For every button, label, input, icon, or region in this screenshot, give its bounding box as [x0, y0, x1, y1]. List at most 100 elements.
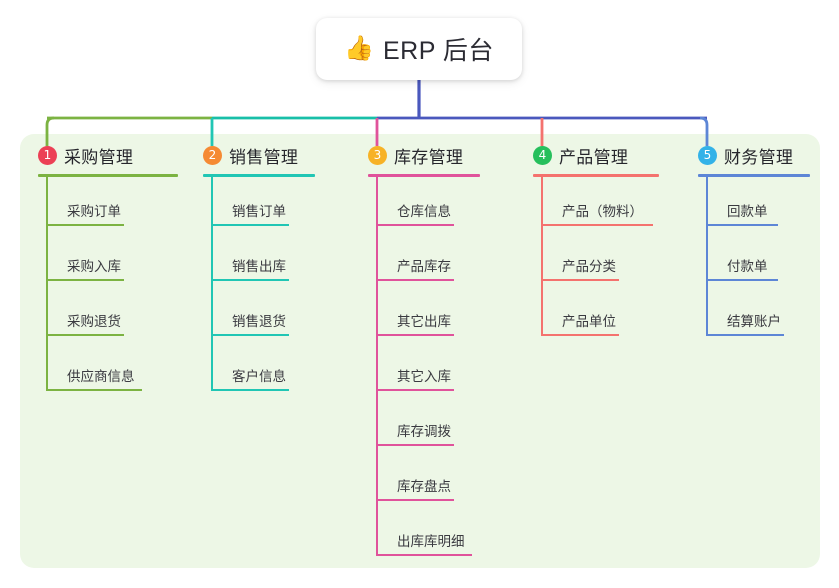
- branch-title: 采购管理: [64, 147, 134, 167]
- leaf-item-rule: [541, 334, 619, 336]
- leaf-item-label: 库存调拨: [397, 424, 451, 439]
- root-title: ERP 后台: [382, 37, 494, 65]
- leaf-item-rule: [46, 389, 142, 391]
- leaf-item-label: 其它入库: [397, 369, 451, 384]
- leaf-item-label: 仓库信息: [397, 204, 451, 219]
- branch-header-rule: [203, 174, 315, 177]
- diagram-panel: [20, 134, 820, 568]
- branch-header-col3[interactable]: 3 库存管理: [368, 143, 480, 167]
- leaf-item-label: 付款单: [727, 259, 768, 274]
- branch-title: 产品管理: [559, 147, 629, 167]
- leaf-item[interactable]: 仓库信息: [368, 177, 480, 232]
- leaf-item-rule: [376, 554, 472, 556]
- branch-title: 库存管理: [394, 147, 464, 167]
- leaf-item-rule: [541, 224, 653, 226]
- leaf-item[interactable]: 客户信息: [203, 342, 315, 397]
- branch-number-badge: 3: [368, 145, 387, 165]
- branch-header-col4[interactable]: 4 产品管理: [533, 143, 659, 167]
- leaf-item-label: 销售订单: [232, 204, 286, 219]
- root-node[interactable]: 👍 ERP 后台: [316, 18, 522, 80]
- leaf-item-label: 销售退货: [232, 314, 286, 329]
- leaf-item[interactable]: 结算账户: [698, 287, 810, 342]
- leaf-item-label: 出库库明细: [397, 534, 465, 549]
- leaf-item-label: 客户信息: [232, 369, 286, 384]
- leaf-item[interactable]: 采购入库: [38, 232, 178, 287]
- branch-title: 销售管理: [229, 147, 299, 167]
- leaf-item-rule: [46, 224, 124, 226]
- leaf-item[interactable]: 产品（物料）: [533, 177, 659, 232]
- branch-number-badge: 4: [533, 145, 552, 165]
- leaf-item[interactable]: 其它出库: [368, 287, 480, 342]
- leaf-item[interactable]: 采购订单: [38, 177, 178, 232]
- branch-column-col3: 3 库存管理仓库信息产品库存其它出库其它入库库存调拨库存盘点出库库明细: [368, 143, 480, 562]
- leaf-item-label: 产品单位: [562, 314, 616, 329]
- branch-item-list: 销售订单销售出库销售退货客户信息: [203, 177, 315, 397]
- branch-trunk-line: [46, 177, 48, 391]
- leaf-item-label: 供应商信息: [67, 369, 135, 384]
- leaf-item[interactable]: 产品库存: [368, 232, 480, 287]
- branch-title: 财务管理: [724, 147, 794, 167]
- leaf-item[interactable]: 采购退货: [38, 287, 178, 342]
- leaf-item-rule: [706, 224, 778, 226]
- leaf-item-label: 采购订单: [67, 204, 121, 219]
- leaf-item-rule: [706, 334, 784, 336]
- branch-number-badge: 5: [698, 145, 717, 165]
- leaf-item-rule: [46, 334, 124, 336]
- branch-header-col1[interactable]: 1 采购管理: [38, 143, 178, 167]
- branch-number-badge: 1: [38, 145, 57, 165]
- leaf-item-label: 产品库存: [397, 259, 451, 274]
- branch-header-col5[interactable]: 5 财务管理: [698, 143, 810, 167]
- branch-trunk-line: [211, 177, 213, 391]
- leaf-item-label: 其它出库: [397, 314, 451, 329]
- leaf-item-rule: [376, 389, 454, 391]
- leaf-item[interactable]: 库存盘点: [368, 452, 480, 507]
- leaf-item-rule: [211, 389, 289, 391]
- branch-trunk-line: [706, 177, 708, 336]
- branch-column-col5: 5 财务管理回款单付款单结算账户: [698, 143, 810, 342]
- leaf-item-rule: [376, 334, 454, 336]
- branch-column-col1: 1 采购管理采购订单采购入库采购退货供应商信息: [38, 143, 178, 397]
- leaf-item[interactable]: 销售订单: [203, 177, 315, 232]
- leaf-item-label: 回款单: [727, 204, 768, 219]
- leaf-item[interactable]: 回款单: [698, 177, 810, 232]
- leaf-item[interactable]: 产品分类: [533, 232, 659, 287]
- branch-header-col2[interactable]: 2 销售管理: [203, 143, 315, 167]
- leaf-item[interactable]: 产品单位: [533, 287, 659, 342]
- branch-column-col2: 2 销售管理销售订单销售出库销售退货客户信息: [203, 143, 315, 397]
- leaf-item-label: 结算账户: [727, 314, 781, 329]
- branch-item-list: 仓库信息产品库存其它出库其它入库库存调拨库存盘点出库库明细: [368, 177, 480, 562]
- leaf-item-rule: [376, 444, 454, 446]
- leaf-item-rule: [376, 224, 454, 226]
- leaf-item-label: 销售出库: [232, 259, 286, 274]
- leaf-item-rule: [46, 279, 124, 281]
- branch-trunk-line: [541, 177, 543, 336]
- branch-item-list: 采购订单采购入库采购退货供应商信息: [38, 177, 178, 397]
- branch-item-list: 产品（物料） 产品分类产品单位: [533, 177, 659, 342]
- branch-header-rule: [38, 174, 178, 177]
- leaf-item-rule: [706, 279, 778, 281]
- leaf-item[interactable]: 出库库明细: [368, 507, 480, 562]
- branch-header-rule: [698, 174, 810, 177]
- leaf-item[interactable]: 付款单: [698, 232, 810, 287]
- branch-trunk-line: [376, 177, 378, 556]
- leaf-item-rule: [211, 279, 289, 281]
- leaf-item-label: 产品（物料）: [562, 204, 643, 219]
- thumbs-up-icon: 👍: [344, 35, 374, 62]
- branch-header-rule: [368, 174, 480, 177]
- leaf-item-label: 库存盘点: [397, 479, 451, 494]
- leaf-item-label: 采购入库: [67, 259, 121, 274]
- leaf-item[interactable]: 销售退货: [203, 287, 315, 342]
- branch-column-col4: 4 产品管理产品（物料） 产品分类产品单位: [533, 143, 659, 342]
- leaf-item[interactable]: 供应商信息: [38, 342, 178, 397]
- branch-item-list: 回款单付款单结算账户: [698, 177, 810, 342]
- leaf-item[interactable]: 库存调拨: [368, 397, 480, 452]
- leaf-item-rule: [211, 334, 289, 336]
- branch-number-badge: 2: [203, 145, 222, 165]
- leaf-item[interactable]: 其它入库: [368, 342, 480, 397]
- leaf-item-rule: [376, 279, 454, 281]
- leaf-item-label: 采购退货: [67, 314, 121, 329]
- leaf-item[interactable]: 销售出库: [203, 232, 315, 287]
- leaf-item-rule: [211, 224, 289, 226]
- leaf-item-rule: [541, 279, 619, 281]
